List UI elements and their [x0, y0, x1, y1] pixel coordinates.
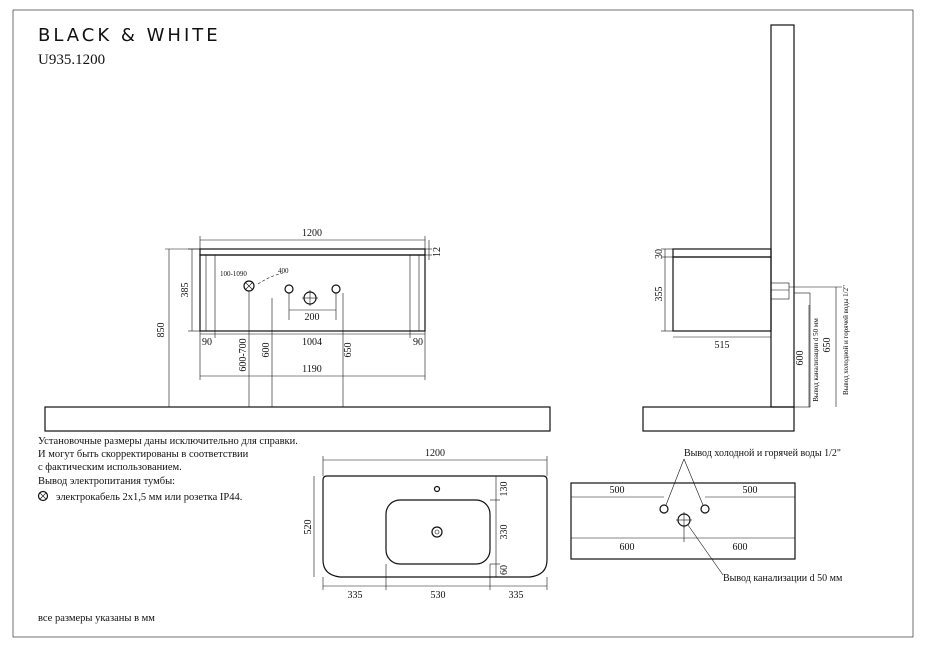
top-view: 1200 520 130 330 60 335 530 335 [303, 448, 548, 601]
top-view-countertop [322, 475, 548, 578]
dim-top-335-right: 335 [509, 590, 524, 601]
front-cabinet-top [199, 248, 426, 256]
footer-note: все размеры указаны в мм [38, 613, 155, 624]
side-water-label: Вывод холодной и горячей воды 1/2" [842, 285, 850, 395]
side-floor [642, 406, 795, 432]
faucet-hole-icon [433, 485, 441, 493]
sheet-border [12, 9, 914, 638]
dim-side-650: 650 [822, 338, 833, 353]
dim-front-90-right: 90 [413, 337, 423, 348]
model-number: U935.1200 [38, 52, 105, 68]
side-drain-label: Вывод канализации d 50 мм [812, 318, 820, 402]
note-line-2: И могут быть скорректированы в соответст… [38, 449, 249, 460]
wall-hot-water-icon [700, 504, 710, 514]
dim-top-1200: 1200 [425, 448, 445, 459]
hot-water-outlet-icon [331, 284, 341, 294]
dim-front-1004: 1004 [302, 337, 322, 348]
dim-front-600: 600 [261, 343, 272, 358]
side-cabinet-body [672, 256, 772, 332]
side-elevation: 30 355 515 600 Вывод канализации d 50 мм… [642, 24, 850, 432]
wall-panel [570, 482, 796, 560]
dim-front-385: 385 [180, 283, 191, 298]
basin-bowl [385, 499, 491, 565]
side-wall [770, 24, 795, 408]
dim-side-600: 600 [795, 351, 806, 366]
note-line-5: электрокабель 2х1,5 мм или розетка IP44. [56, 492, 242, 503]
dim-top-130: 130 [499, 482, 510, 497]
dim-front-200: 200 [305, 312, 320, 323]
dim-front-400: 400 [278, 267, 289, 275]
cold-water-outlet-icon [284, 284, 294, 294]
dim-top-335-left: 335 [348, 590, 363, 601]
brand-logo: BLACK & WHITE [38, 25, 221, 46]
basin-drain-icon [431, 526, 443, 538]
front-elevation: 1200 12 385 850 100-1090 400 200 90 1004… [44, 228, 551, 432]
side-cabinet-top [672, 248, 772, 258]
dim-wall-600-right: 600 [733, 542, 748, 553]
front-cabinet-body [199, 254, 426, 332]
dim-front-90-left: 90 [202, 337, 212, 348]
dim-top-530: 530 [431, 590, 446, 601]
dim-front-600-700: 600-700 [238, 338, 249, 371]
dim-top-60: 60 [499, 565, 510, 575]
note-line-1: Установочные размеры даны исключительно … [38, 436, 298, 447]
dim-front-100-1090: 100-1090 [220, 270, 247, 278]
note-line-4: Вывод электропитания тумбы: [38, 476, 175, 487]
wall-connections-view: Вывод холодной и горячей воды 1/2" 500 5… [570, 448, 843, 584]
dim-front-650: 650 [343, 343, 354, 358]
dim-side-515: 515 [715, 340, 730, 351]
dim-wall-600-left: 600 [620, 542, 635, 553]
dim-front-12: 12 [432, 247, 443, 257]
wall-cold-water-icon [659, 504, 669, 514]
dim-side-355: 355 [654, 287, 665, 302]
dim-side-30: 30 [654, 249, 665, 259]
dim-top-330: 330 [499, 525, 510, 540]
note-line-3: с фактическим использованием. [38, 462, 182, 473]
dim-wall-500-left: 500 [610, 485, 625, 496]
front-floor [44, 406, 551, 432]
dim-front-1190: 1190 [302, 364, 322, 375]
electrical-outlet-legend-icon [37, 490, 49, 502]
dim-wall-500-right: 500 [743, 485, 758, 496]
dim-front-850: 850 [156, 323, 167, 338]
wall-drain-label: Вывод канализации d 50 мм [723, 573, 843, 584]
dim-top-520: 520 [303, 520, 314, 535]
notes-block: Установочные размеры даны исключительно … [37, 436, 298, 624]
wall-water-label: Вывод холодной и горячей воды 1/2" [684, 448, 841, 459]
dim-front-1200: 1200 [302, 228, 322, 239]
